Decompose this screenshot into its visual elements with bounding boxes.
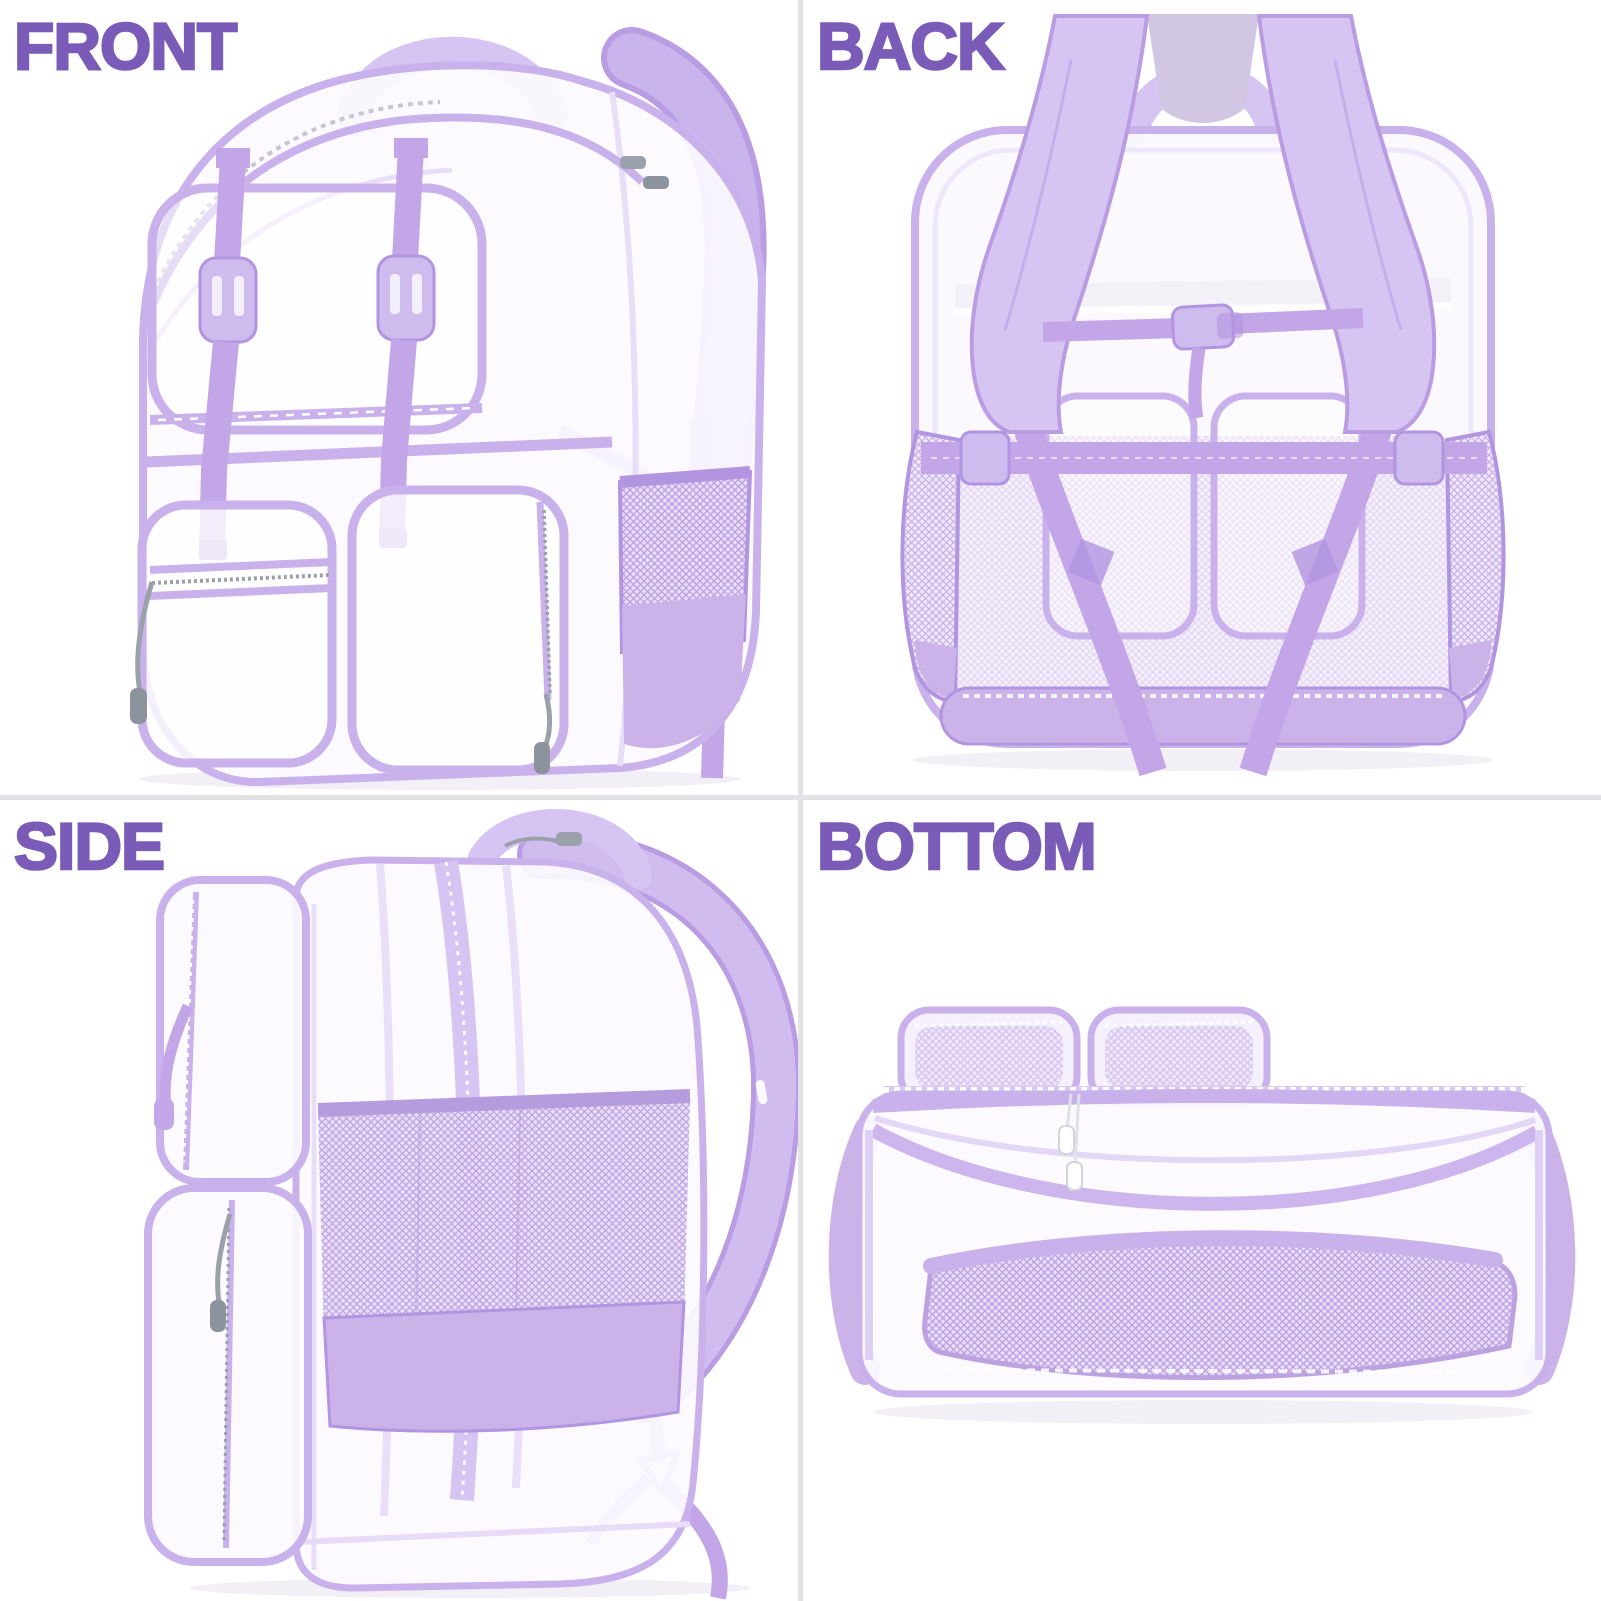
backpack-side-illustration bbox=[144, 809, 798, 1600]
strap-adjuster bbox=[1393, 430, 1445, 486]
horizontal-divider bbox=[0, 795, 1601, 800]
sternum-strap bbox=[1042, 303, 1364, 420]
zipper-pull bbox=[210, 1300, 226, 1332]
quadrant-bottom: BOTTOM bbox=[803, 800, 1601, 1601]
side-mesh-pocket bbox=[317, 1089, 691, 1433]
top-handle bbox=[468, 809, 652, 890]
side-pocket-lower bbox=[144, 1184, 312, 1566]
zipper-pulls bbox=[1058, 1093, 1083, 1191]
quadrant-back: BACK bbox=[803, 0, 1601, 795]
side-mesh-pocket bbox=[900, 429, 1506, 705]
ground-shadow bbox=[913, 749, 1493, 771]
ground-shadow bbox=[873, 1400, 1533, 1424]
bottom-trim bbox=[939, 686, 1467, 746]
view-label-front: FRONT bbox=[13, 8, 239, 85]
vertical-divider bbox=[798, 0, 803, 1601]
zipper-pull bbox=[534, 742, 550, 774]
quadrant-front: FRONT bbox=[0, 0, 798, 795]
backpack-back-illustration bbox=[900, 14, 1506, 777]
zipper-pull bbox=[504, 832, 582, 848]
padded-straps bbox=[969, 14, 1437, 434]
pocket-tops bbox=[897, 1006, 1271, 1108]
strap-adjuster bbox=[959, 430, 1011, 486]
view-label-bottom: BOTTOM bbox=[816, 808, 1098, 885]
backpack-front-illustration bbox=[130, 27, 767, 790]
quadrant-side: SIDE bbox=[0, 800, 798, 1601]
side-mesh-pocket bbox=[617, 466, 753, 749]
horizontal-band bbox=[921, 430, 1487, 486]
mesh-base bbox=[922, 1230, 1518, 1381]
view-label-side: SIDE bbox=[13, 808, 167, 885]
view-label-back: BACK bbox=[816, 8, 1006, 85]
front-pocket-left bbox=[130, 500, 337, 768]
backpack-bottom-illustration bbox=[828, 1006, 1576, 1424]
zipper-pull bbox=[620, 156, 669, 189]
front-pocket-right bbox=[347, 485, 569, 775]
side-pocket-upper bbox=[154, 876, 310, 1186]
zipper-pull bbox=[130, 688, 147, 724]
strap-webbing bbox=[1014, 425, 1392, 777]
